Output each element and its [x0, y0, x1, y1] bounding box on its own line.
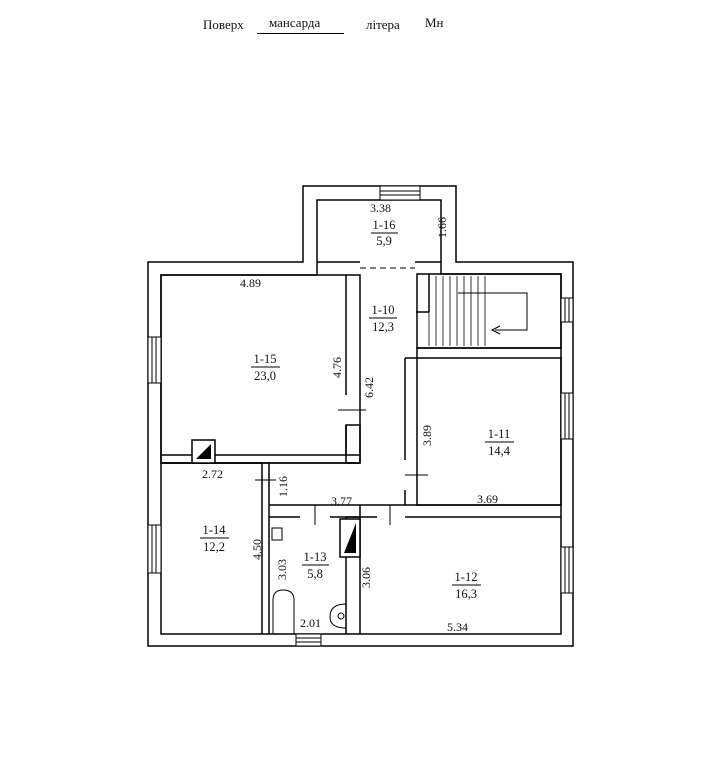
- dim-5-34: 5.34: [447, 620, 468, 634]
- dim-4-76: 4.76: [330, 357, 344, 378]
- window-right-3: [560, 546, 574, 594]
- room-area: 12,2: [203, 540, 225, 554]
- letter-label: літера: [366, 17, 400, 32]
- window-right-1: [560, 297, 574, 323]
- room-area: 12,3: [372, 320, 394, 334]
- room-id: 1-11: [488, 427, 510, 441]
- windows: [147, 185, 574, 647]
- room-area: 23,0: [254, 369, 276, 383]
- window-left-2: [147, 524, 162, 574]
- room-id: 1-10: [372, 303, 395, 317]
- room-area: 5,9: [376, 234, 392, 248]
- room-area: 16,3: [455, 587, 477, 601]
- floor-value: мансарда: [269, 15, 321, 30]
- letter-value: Мн: [425, 15, 444, 30]
- sink-icon: [271, 527, 283, 541]
- room-id: 1-12: [455, 570, 478, 584]
- window-top: [379, 185, 421, 201]
- dimensions: 3.38 1.66 4.89 4.76 6.42 3.89 2.72 1.16 …: [202, 201, 498, 634]
- dim-4-50: 4.50: [250, 539, 264, 560]
- floor-underline: [257, 33, 344, 34]
- room-1-12: 1-12 16,3: [452, 570, 481, 601]
- dim-2-72: 2.72: [202, 467, 223, 481]
- room-1-13: 1-13 5,8: [302, 550, 329, 581]
- room-1-14: 1-14 12,2: [200, 523, 229, 554]
- outer-wall: [147, 185, 574, 647]
- room-1-16: 1-16 5,9: [371, 218, 398, 248]
- dim-3-77: 3.77: [331, 494, 352, 508]
- dim-4-89: 4.89: [240, 276, 261, 290]
- dim-1-16: 1.16: [276, 476, 290, 497]
- stairs: [428, 276, 528, 346]
- dim-3-03: 3.03: [275, 559, 289, 580]
- room-id: 1-14: [203, 523, 227, 537]
- room-id: 1-15: [254, 352, 277, 366]
- room-labels: 1-16 5,9 1-10 12,3 1-15 23,0 1-11 14,4 1…: [200, 218, 514, 601]
- room-id: 1-13: [304, 550, 327, 564]
- vent-icon-2: [339, 518, 361, 558]
- window-left-1: [147, 336, 162, 384]
- dim-2-01: 2.01: [300, 616, 321, 630]
- toilet-icon: [329, 603, 347, 629]
- bathtub-icon: [272, 589, 295, 634]
- dim-3-89: 3.89: [420, 425, 434, 446]
- doors: [255, 267, 428, 525]
- window-right-2: [560, 392, 574, 440]
- stair-block: [416, 273, 562, 349]
- room-1-10: 1-10 12,3: [369, 303, 397, 334]
- bathroom-fixtures: [271, 527, 347, 634]
- window-bottom: [295, 633, 322, 647]
- room-area: 5,8: [307, 567, 323, 581]
- room-id: 1-16: [373, 218, 396, 232]
- floor-label: Поверх: [203, 17, 244, 32]
- dim-3-69: 3.69: [477, 492, 498, 506]
- dim-3-06: 3.06: [359, 567, 373, 588]
- dim-1-66: 1.66: [435, 217, 449, 238]
- wall-fills: [345, 424, 361, 464]
- vent-icon: [191, 439, 216, 464]
- room-area: 14,4: [488, 444, 511, 458]
- dim-6-42: 6.42: [362, 377, 376, 398]
- dim-3-38: 3.38: [370, 201, 391, 215]
- room-1-15: 1-15 23,0: [251, 352, 280, 383]
- room-1-11: 1-11 14,4: [485, 427, 514, 458]
